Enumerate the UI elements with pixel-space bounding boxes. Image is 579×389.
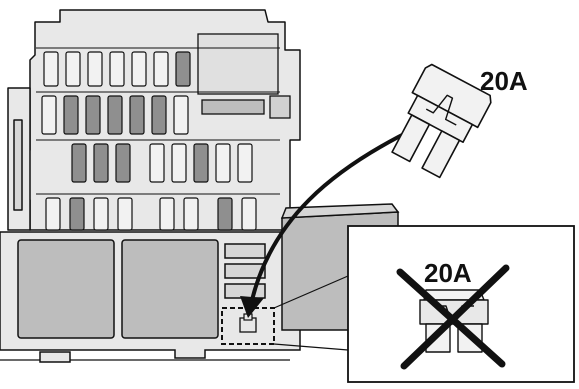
fuse-slot (174, 96, 188, 134)
fuse-slot (176, 52, 190, 86)
fuse-slot (108, 96, 122, 134)
fuse-slot (194, 144, 208, 182)
fuse-slot (218, 198, 232, 230)
fuse-slot (44, 52, 58, 86)
fuse-slot (94, 144, 108, 182)
housing-top-right (198, 34, 290, 118)
fuse-slot (110, 52, 124, 86)
fuse-slot (132, 52, 146, 86)
fuse-slot (66, 52, 80, 86)
fuse-slot (242, 198, 256, 230)
fuse-slot (72, 144, 86, 182)
fuse-rating-label: 20A (480, 66, 528, 96)
fuse-slot (184, 198, 198, 230)
fuse-slot (172, 144, 186, 182)
fuse-slot (46, 198, 60, 230)
blade-fuse-icon (383, 63, 493, 183)
inset-rating-label: 20A (424, 258, 472, 288)
fuse-slot (118, 198, 132, 230)
fuse-slot (42, 96, 56, 134)
fuse-slot (88, 52, 102, 86)
fuse-slot (94, 198, 108, 230)
relay-1 (18, 240, 114, 338)
fuse-slot (64, 96, 78, 134)
incorrect-fuse-inset: 20A (348, 226, 574, 382)
fuse-slot (154, 52, 168, 86)
fuse-slot (86, 96, 100, 134)
fuse-slot (70, 198, 84, 230)
fuse-slot (238, 144, 252, 182)
fuse-slot (150, 144, 164, 182)
relay-2 (122, 240, 218, 338)
lower-housing (0, 232, 300, 362)
fuse-slot (152, 96, 166, 134)
fuse-slot (216, 144, 230, 182)
fuse-slot (130, 96, 144, 134)
fuse-slot (116, 144, 130, 182)
fuse-slot (160, 198, 174, 230)
